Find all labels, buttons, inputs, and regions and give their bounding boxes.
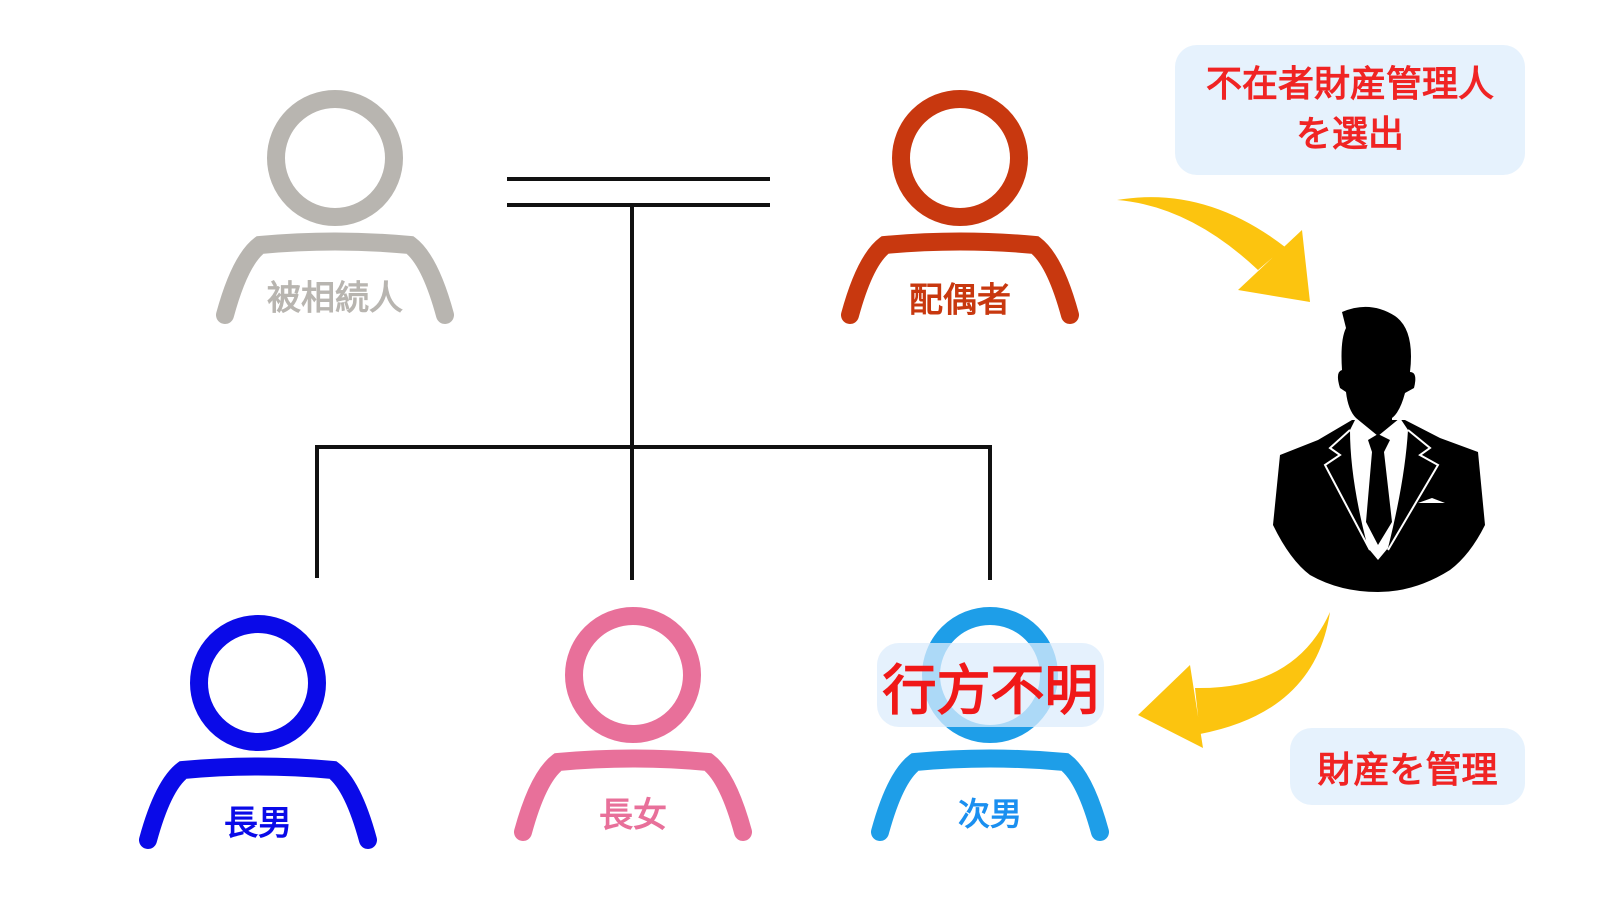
eldest-son-label: 長男 — [224, 803, 292, 844]
person-icon-eldest-daughter — [514, 607, 752, 841]
missing-status-badge: 行方不明 — [877, 643, 1104, 727]
second-son-label: 次男 — [957, 795, 1023, 833]
arrow-to-administrator — [1117, 197, 1310, 302]
spouse-label: 配偶者 — [909, 280, 1011, 321]
businessman-silhouette-icon — [1273, 306, 1485, 592]
person-icon-deceased — [216, 90, 454, 324]
person-shoulders — [514, 749, 752, 841]
appoint-administrator-box: 不在者財産管理人 を選出 — [1175, 45, 1525, 175]
appoint-line-2: を選出 — [1295, 114, 1404, 155]
person-head — [892, 90, 1028, 226]
eldest-daughter-label: 長女 — [599, 795, 667, 836]
person-head — [190, 615, 326, 751]
manage-property-box: 財産を管理 — [1290, 728, 1525, 805]
person-icon-spouse — [841, 90, 1079, 324]
person-shoulders — [841, 232, 1079, 324]
deceased-label: 被相続人 — [267, 278, 403, 319]
person-shoulders — [139, 757, 377, 849]
person-icon-eldest-son — [139, 615, 377, 849]
appoint-line-1: 不在者財産管理人 — [1205, 64, 1494, 105]
person-head — [267, 90, 403, 226]
family-tree-lines — [315, 177, 992, 580]
manage-label: 財産を管理 — [1317, 749, 1498, 791]
arrows — [1117, 197, 1330, 748]
person-head — [565, 607, 701, 743]
arrow-to-missing-son — [1138, 612, 1330, 748]
missing-label: 行方不明 — [882, 658, 1099, 722]
person-shoulders — [871, 749, 1109, 841]
person-shoulders — [216, 232, 454, 324]
